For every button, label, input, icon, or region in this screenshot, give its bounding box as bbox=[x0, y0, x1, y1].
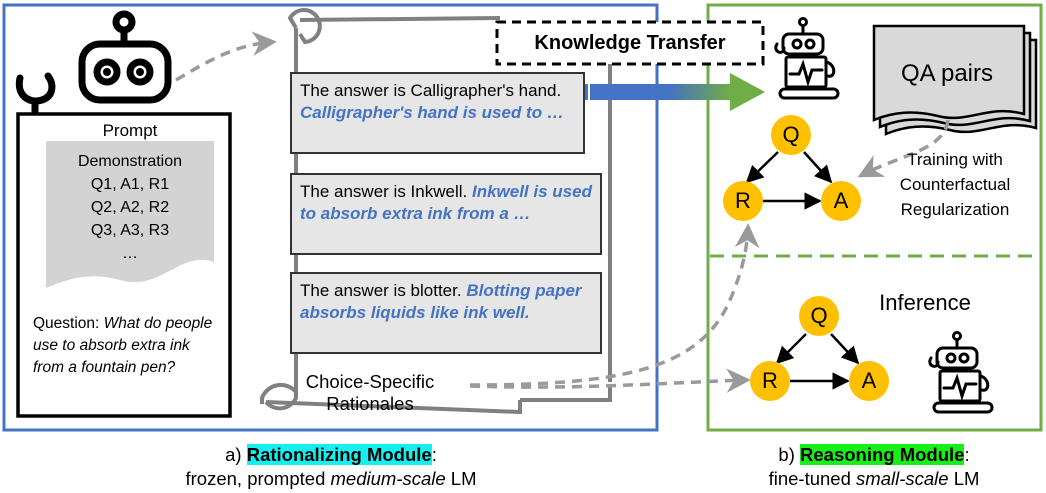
caption-reasoning-module: b) Reasoning Module: fine-tuned small-sc… bbox=[674, 443, 1046, 491]
question-body: What do people use to absorb extra ink f… bbox=[33, 315, 213, 376]
rationale-answer: The answer is Calligrapher's hand. bbox=[300, 81, 562, 100]
reasoning-module-border bbox=[706, 3, 1043, 432]
training-node-a bbox=[821, 181, 861, 221]
question-label: Question: bbox=[33, 315, 100, 332]
training-node-r bbox=[723, 181, 763, 221]
robot-icon-training bbox=[774, 17, 840, 100]
rationale-explanation: Inkwell is used to absorb extra ink from… bbox=[300, 182, 592, 223]
rationale-explanation: Blotting paper absorbs liquids like ink … bbox=[300, 281, 582, 322]
inference-node-r-label: R bbox=[762, 368, 778, 393]
inference-node-r bbox=[750, 361, 790, 401]
rationales-to-training-arrow bbox=[469, 223, 760, 387]
inference-label: Inference bbox=[879, 290, 971, 315]
demonstration-item: Q1, A1, R1 bbox=[90, 176, 170, 193]
caption-prefix: a) bbox=[225, 444, 247, 465]
training-node-q bbox=[771, 115, 811, 155]
demonstration-heading: Demonstration bbox=[77, 153, 183, 170]
qa-pairs-documents bbox=[872, 24, 1038, 136]
rationale-answer: The answer is blotter. bbox=[300, 281, 462, 300]
prompt-to-scroll-arrow bbox=[175, 31, 277, 82]
training-edge-q-r bbox=[745, 151, 779, 184]
demonstration-item: Q3, A3, R3 bbox=[90, 222, 170, 239]
caption-rationalizing-module: a) Rationalizing Module: frozen, prompte… bbox=[131, 443, 531, 491]
inference-node-a bbox=[849, 361, 889, 401]
choice-specific-rationales-label: Choice-Specific Rationales bbox=[305, 371, 435, 414]
scroll-document bbox=[260, 8, 612, 415]
caption-line2-post: LM bbox=[445, 468, 477, 489]
training-label-line: Counterfactual bbox=[899, 175, 1011, 194]
training-label-line: Training with bbox=[907, 150, 1003, 169]
knowledge-transfer-label: Knowledge Transfer bbox=[534, 32, 726, 54]
question-text: Question: What do people use to absorb e… bbox=[33, 313, 223, 379]
inference-edge-q-r bbox=[775, 333, 807, 365]
demonstration-document bbox=[46, 141, 214, 288]
knowledge-transfer-arrow-marker bbox=[583, 84, 588, 100]
rationalizing-module-border bbox=[2, 3, 659, 432]
inference-node-a-label: A bbox=[861, 368, 877, 393]
rationales-to-inference-arrow bbox=[469, 368, 751, 393]
demonstration-list: Demonstration Q1, A1, R1 Q2, A2, R2 Q3, … bbox=[46, 150, 214, 265]
robot-icon-inference bbox=[928, 331, 994, 414]
knowledge-transfer-arrow bbox=[590, 73, 765, 111]
inference-edge-q-a bbox=[830, 333, 860, 365]
training-node-a-label: A bbox=[833, 188, 849, 213]
caption-line2-em: medium-scale bbox=[330, 468, 446, 489]
training-label: Training with Counterfactual Regularizat… bbox=[870, 147, 1040, 222]
caption-highlight: Reasoning Module bbox=[800, 444, 965, 465]
rationale-box-3: The answer is blotter. Blotting paper ab… bbox=[290, 272, 602, 354]
caption-line2-post: LM bbox=[948, 468, 980, 489]
caption-line2-pre: fine-tuned bbox=[768, 468, 857, 489]
demonstration-ellipsis: … bbox=[122, 245, 138, 262]
inference-node-q bbox=[799, 296, 839, 336]
demonstration-item: Q2, A2, R2 bbox=[90, 199, 170, 216]
training-label-line: Regularization bbox=[900, 200, 1010, 219]
caption-suffix: : bbox=[431, 444, 437, 465]
rationale-answer: The answer is Inkwell. bbox=[300, 182, 468, 201]
caption-line2-em: small-scale bbox=[856, 468, 949, 489]
qa-pairs-label: QA pairs bbox=[900, 60, 994, 87]
rationale-box-1: The answer is Calligrapher's hand. Calli… bbox=[290, 72, 585, 154]
prompt-title: Prompt bbox=[102, 121, 158, 140]
inference-node-q-label: Q bbox=[810, 303, 828, 328]
large-robot-icon bbox=[15, 10, 172, 116]
training-node-q-label: Q bbox=[782, 122, 800, 147]
caption-prefix: b) bbox=[778, 444, 800, 465]
training-node-r-label: R bbox=[735, 188, 751, 213]
caption-line2-pre: frozen, prompted bbox=[185, 468, 331, 489]
qa-to-answer-arrow bbox=[857, 119, 950, 178]
knowledge-transfer-box bbox=[495, 20, 765, 66]
training-edge-q-a bbox=[803, 151, 833, 184]
caption-suffix: : bbox=[964, 444, 970, 465]
caption-highlight: Rationalizing Module bbox=[246, 444, 432, 465]
rationale-explanation: Calligrapher's hand is used to … bbox=[300, 103, 564, 122]
rationale-box-2: The answer is Inkwell. Inkwell is used t… bbox=[290, 173, 602, 255]
